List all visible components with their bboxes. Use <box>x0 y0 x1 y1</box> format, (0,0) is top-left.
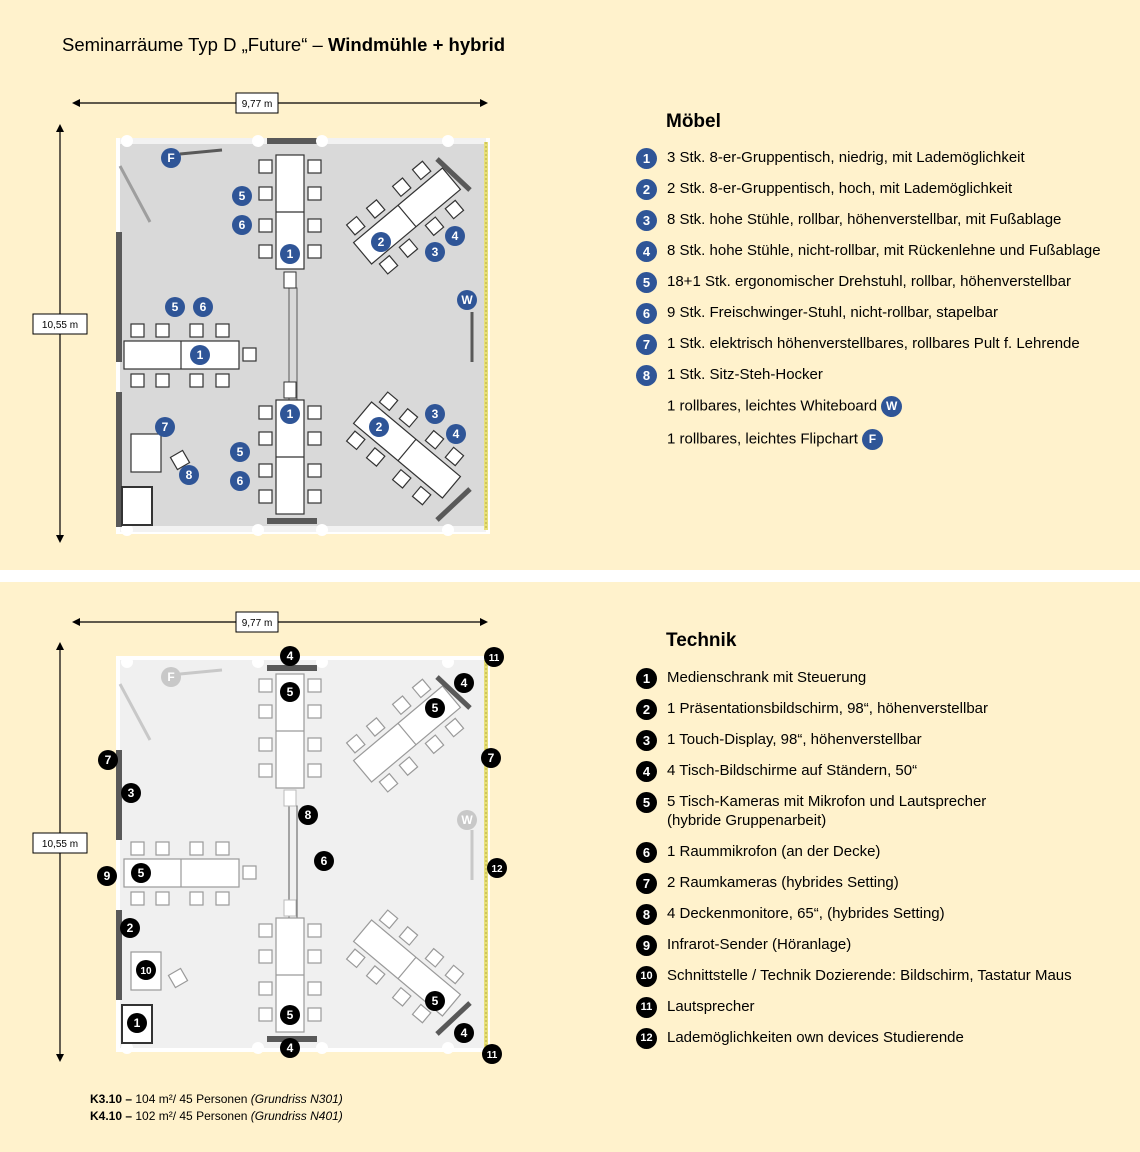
svg-text:6: 6 <box>237 474 244 488</box>
width-dimension: 9,77 m <box>72 611 488 633</box>
height-label: 10,55 m <box>42 839 78 850</box>
technik-panel: 9,77 m 10,55 m <box>0 582 1140 1152</box>
svg-text:W: W <box>461 293 473 307</box>
svg-text:7: 7 <box>162 420 169 434</box>
moebel-panel: Seminarräume Typ D „Future“ – Windmühle … <box>0 0 1140 570</box>
svg-text:5: 5 <box>432 994 439 1008</box>
svg-text:5: 5 <box>172 300 179 314</box>
height-dimension: 10,55 m <box>32 642 88 1062</box>
svg-text:4: 4 <box>287 649 294 663</box>
page-title: Seminarräume Typ D „Future“ – Windmühle … <box>62 34 506 55</box>
svg-text:5: 5 <box>287 1008 294 1022</box>
svg-text:W: W <box>461 813 473 827</box>
technik-heading: Technik <box>666 630 737 651</box>
chairs <box>130 159 465 506</box>
svg-text:8: 8 <box>305 808 312 822</box>
svg-text:5: 5 <box>138 866 145 880</box>
svg-text:2: 2 <box>127 921 134 935</box>
svg-text:1: 1 <box>134 1016 141 1030</box>
floorplan-technik: 9,77 m 10,55 m <box>32 611 507 1064</box>
svg-text:4: 4 <box>453 427 460 441</box>
svg-text:6: 6 <box>200 300 207 314</box>
svg-text:4: 4 <box>452 229 459 243</box>
width-label: 9,77 m <box>242 99 273 110</box>
height-label: 10,55 m <box>42 320 78 331</box>
width-label: 9,77 m <box>242 618 273 629</box>
svg-text:3: 3 <box>128 786 135 800</box>
svg-text:5: 5 <box>287 685 294 699</box>
floorplan-moebel: 9,77 m 10,55 m <box>32 92 490 543</box>
svg-text:3: 3 <box>432 407 439 421</box>
svg-text:10: 10 <box>140 966 152 977</box>
footer-room-k410: K4.10 – 102 m²/ 45 Personen (Grundriss N… <box>90 1109 343 1123</box>
svg-text:12: 12 <box>491 864 503 875</box>
pillar-dots <box>121 135 454 536</box>
svg-text:6: 6 <box>321 854 328 868</box>
svg-text:11: 11 <box>487 1050 498 1061</box>
door <box>118 165 152 223</box>
svg-text:1: 1 <box>197 348 204 362</box>
footer-room-k310: K3.10 – 104 m²/ 45 Personen (Grundriss N… <box>90 1092 343 1106</box>
svg-text:11: 11 <box>489 653 500 664</box>
svg-text:8: 8 <box>186 468 193 482</box>
screens <box>435 157 472 522</box>
moebel-heading: Möbel <box>666 111 721 132</box>
height-dimension: 10,55 m <box>32 124 88 543</box>
svg-text:5: 5 <box>432 701 439 715</box>
svg-text:6: 6 <box>239 218 246 232</box>
svg-text:2: 2 <box>376 420 383 434</box>
svg-text:5: 5 <box>237 445 244 459</box>
svg-text:7: 7 <box>105 753 112 767</box>
width-dimension: 9,77 m <box>72 92 488 114</box>
svg-text:2: 2 <box>378 235 385 249</box>
svg-text:F: F <box>167 151 174 165</box>
svg-text:3: 3 <box>432 245 439 259</box>
svg-text:7: 7 <box>488 751 495 765</box>
svg-text:4: 4 <box>287 1041 294 1055</box>
svg-text:1: 1 <box>287 247 294 261</box>
svg-text:4: 4 <box>461 676 468 690</box>
svg-text:1: 1 <box>287 407 294 421</box>
flipchart-badge: F <box>861 429 883 450</box>
svg-text:F: F <box>167 670 174 684</box>
svg-text:5: 5 <box>239 189 246 203</box>
svg-text:9: 9 <box>104 869 111 883</box>
svg-text:4: 4 <box>461 1026 468 1040</box>
whiteboard-badge: W <box>881 396 903 417</box>
